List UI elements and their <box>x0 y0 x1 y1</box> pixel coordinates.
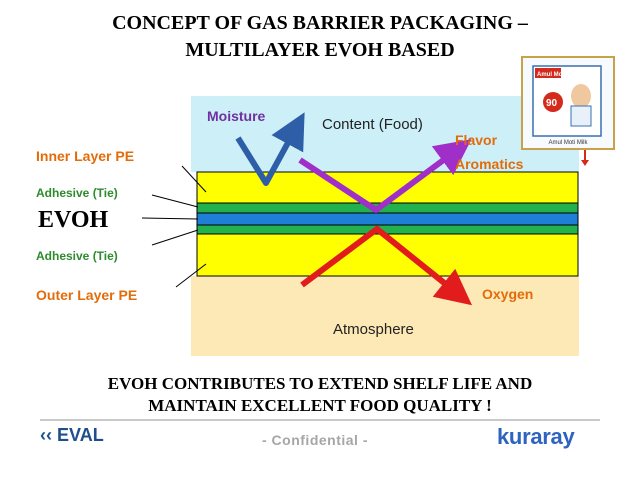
content-label: Content (Food) <box>322 116 423 133</box>
moisture-arrow <box>235 112 305 186</box>
leader-outer <box>175 263 207 288</box>
outer-layer-label: Outer Layer PE <box>36 287 138 303</box>
oxygen-label: Oxygen <box>482 286 534 302</box>
food-zone <box>191 96 579 172</box>
product-image: Amul Moti 90 Amul Moti Milk <box>521 56 615 150</box>
atmosphere-label: Atmosphere <box>333 321 414 338</box>
leader-adh-top <box>151 194 199 208</box>
title-line-2: MULTILAYER EVOH BASED <box>185 39 455 61</box>
title-line-1: CONCEPT OF GAS BARRIER PACKAGING – <box>112 12 528 34</box>
oxygen-arrow <box>300 226 473 306</box>
flavor-label-line2: Aromatics <box>455 156 524 172</box>
leader-inner <box>181 165 207 193</box>
eval-logo-icon: ‹‹ <box>40 425 52 445</box>
conclusion-line-2: MAINTAIN EXCELLENT FOOD QUALITY ! <box>148 396 492 415</box>
product-caption: Amul Moti Milk <box>548 140 588 146</box>
adhesive-bottom-label: Adhesive (Tie) <box>36 249 118 263</box>
slide-title: CONCEPT OF GAS BARRIER PACKAGING – MULTI… <box>40 10 600 64</box>
flavor-label-line1: Flavor <box>455 132 498 148</box>
leader-evoh <box>141 217 199 220</box>
eval-logo-text: EVAL <box>57 425 104 445</box>
leader-adh-bottom <box>151 229 199 246</box>
conclusion-line-1: EVOH CONTRIBUTES TO EXTEND SHELF LIFE AN… <box>107 374 533 393</box>
adhesive-bottom-layer <box>196 224 579 235</box>
product-number: 90 <box>546 98 558 109</box>
atmosphere-zone <box>191 276 579 356</box>
flavor-arrow <box>298 139 472 213</box>
evoh-layer <box>196 212 579 226</box>
evoh-label: EVOH <box>38 207 109 233</box>
inner-layer-label: Inner Layer PE <box>36 148 135 164</box>
eval-logo: ‹‹ EVAL <box>40 425 104 446</box>
conclusion-text: EVOH CONTRIBUTES TO EXTEND SHELF LIFE AN… <box>40 373 600 417</box>
moisture-label: Moisture <box>207 108 266 124</box>
footer-divider <box>40 419 600 421</box>
adhesive-top-label: Adhesive (Tie) <box>36 186 118 200</box>
kuraray-logo: kuraray <box>497 424 575 449</box>
confidential-label: - Confidential - <box>262 432 368 448</box>
product-badge: Amul Moti <box>537 72 566 78</box>
milk-pack-picture: Amul Moti 90 <box>532 65 602 137</box>
